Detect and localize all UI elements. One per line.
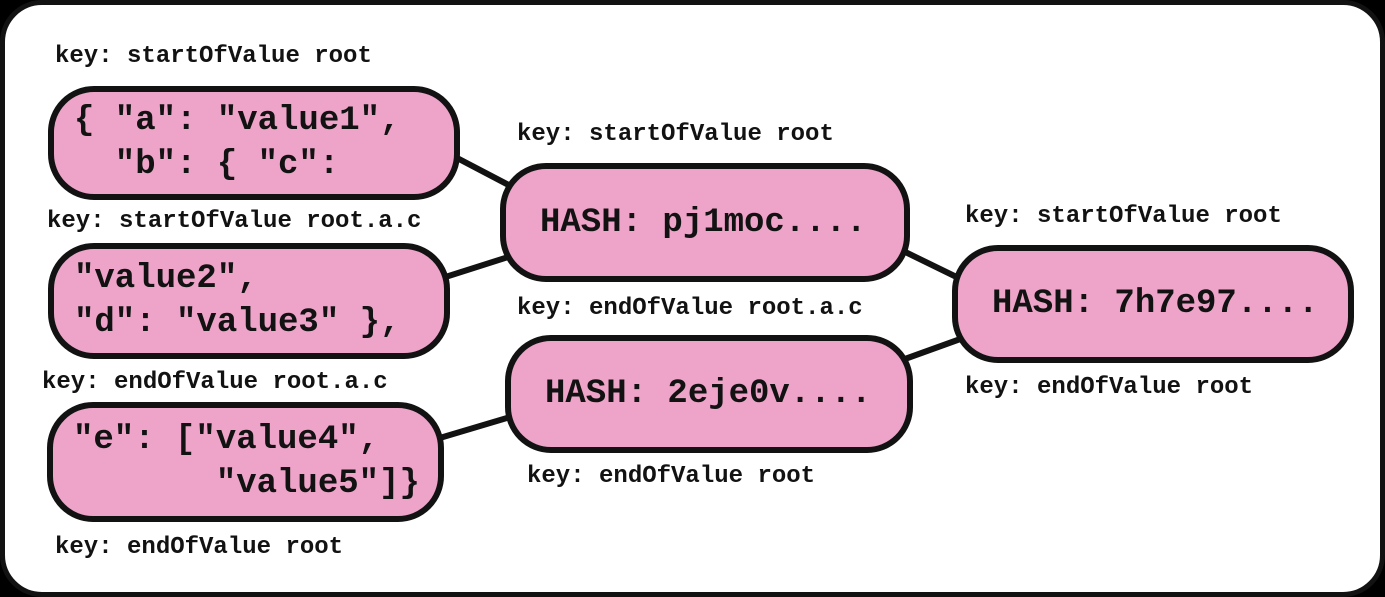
node-text-line: "d": "value3" }, [74, 304, 401, 342]
node-json-chunk-3: "e": ["value4", "value5"]} [47, 402, 444, 522]
key-label-hash3-above: key: startOfValue root [965, 203, 1282, 230]
node-text-line: { "a": "value1", [74, 102, 401, 140]
key-label-hash1-below: key: endOfValue root.a.c [517, 295, 863, 322]
node-hash-2: HASH: 2eje0v.... [505, 335, 913, 453]
node-text-line: HASH: pj1moc.... [540, 203, 867, 242]
node-hash-1: HASH: pj1moc.... [500, 163, 910, 282]
node-text-line: "value2", [74, 260, 258, 298]
key-label-chunk1-above: key: startOfValue root [55, 43, 372, 70]
node-text-line: "value5"]} [73, 465, 420, 503]
node-json-chunk-1: { "a": "value1", "b": { "c": [48, 86, 460, 200]
key-label-hash1-above: key: startOfValue root [517, 121, 834, 148]
key-label-chunk3-above: key: endOfValue root.a.c [42, 369, 388, 396]
node-text-line: "b": { "c": [74, 146, 340, 184]
node-hash-3: HASH: 7h7e97.... [952, 245, 1354, 363]
key-label-hash2-below: key: endOfValue root [527, 463, 816, 490]
key-label-chunk3-below: key: endOfValue root [55, 534, 344, 561]
node-text-line: "e": ["value4", [73, 421, 380, 459]
node-json-chunk-2: "value2", "d": "value3" }, [48, 243, 450, 359]
key-label-chunk2-above: key: startOfValue root.a.c [47, 208, 422, 235]
node-text-line: HASH: 2eje0v.... [545, 375, 872, 413]
key-label-hash3-below: key: endOfValue root [965, 374, 1254, 401]
node-text-line: HASH: 7h7e97.... [992, 285, 1319, 323]
